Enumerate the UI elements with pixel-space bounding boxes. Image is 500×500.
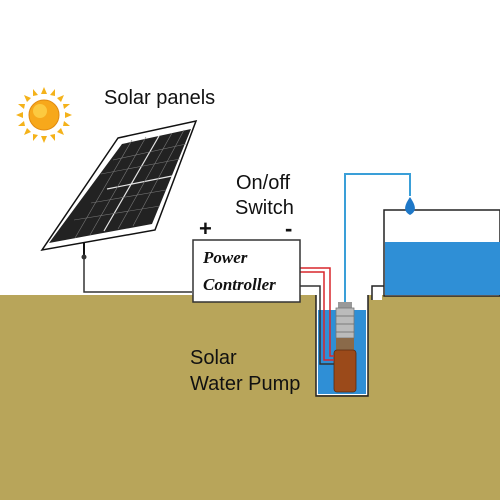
sun-icon bbox=[16, 87, 72, 143]
controller-label-line2: Controller bbox=[203, 275, 276, 294]
switch-label-line1: On/off bbox=[236, 172, 291, 194]
plus-sign: + bbox=[199, 216, 212, 241]
wire-dark bbox=[300, 285, 334, 365]
pump-label-line1: Solar bbox=[190, 347, 237, 369]
pump-icon bbox=[333, 302, 357, 393]
water-tank bbox=[383, 209, 500, 297]
well-walls bbox=[315, 295, 369, 397]
wire-red-2 bbox=[300, 271, 334, 361]
water-pipe bbox=[344, 173, 411, 310]
wire-red bbox=[300, 267, 334, 357]
tank-stand-left bbox=[372, 292, 382, 300]
switch-label-line2: Switch bbox=[235, 197, 294, 219]
ground bbox=[0, 295, 500, 500]
power-controller-box bbox=[192, 239, 301, 303]
solar-panel-icon bbox=[40, 119, 198, 260]
water-drop-icon bbox=[405, 197, 415, 215]
pump-label-line2: Water Pump bbox=[190, 373, 300, 395]
wire-panel bbox=[83, 255, 192, 293]
solar-panels-label: Solar panels bbox=[104, 87, 215, 109]
minus-sign: - bbox=[285, 216, 292, 241]
controller-label-line1: Power bbox=[202, 248, 248, 267]
